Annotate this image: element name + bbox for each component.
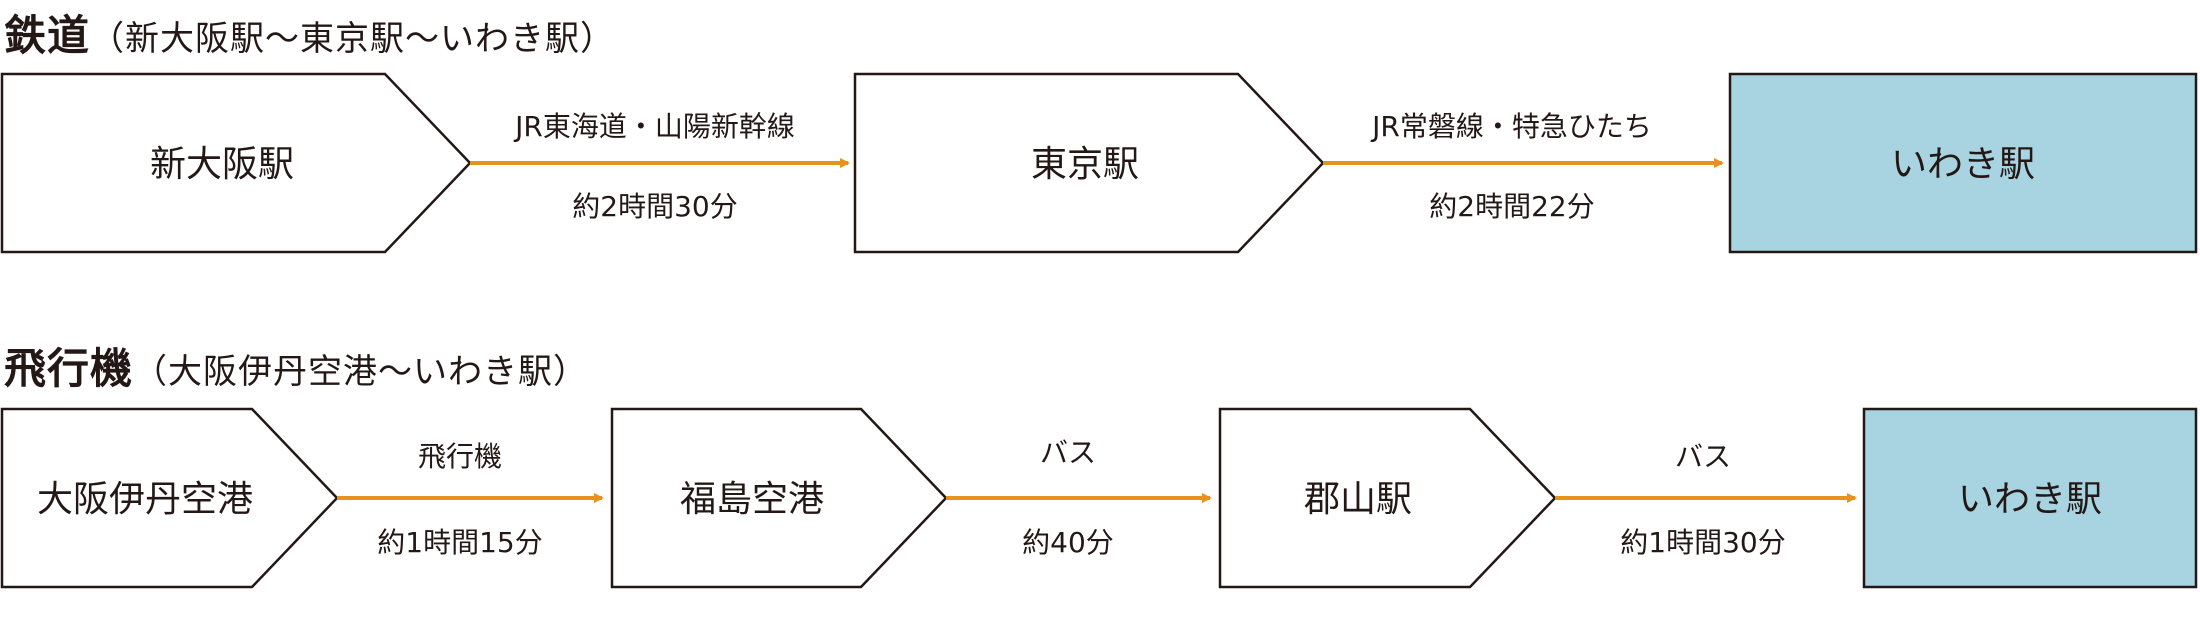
air-title: 飛行機 bbox=[4, 344, 134, 393]
air-route-1-time: 約1時間15分 bbox=[377, 526, 542, 559]
rail-route-2-time: 約2時間22分 bbox=[1429, 190, 1594, 223]
air-node-koriyama bbox=[1218, 407, 1557, 589]
rail-subtitle: （新大阪駅〜東京駅〜いわき駅） bbox=[90, 19, 616, 59]
rail-route-2-line: JR常磐線・特急ひたち bbox=[1370, 110, 1652, 143]
rail-node-shin-osaka bbox=[0, 72, 472, 254]
air-node-iwaki-label: いわき駅 bbox=[1958, 479, 2102, 520]
rail-node-iwaki bbox=[1728, 72, 2198, 254]
air-node-koriyama-label: 郡山駅 bbox=[1304, 479, 1412, 520]
air-node-iwaki bbox=[1862, 407, 2198, 589]
rail-title: 鉄道 bbox=[4, 11, 91, 60]
rail-route-1-line: JR東海道・山陽新幹線 bbox=[513, 110, 795, 143]
air-node-fukushima-label: 福島空港 bbox=[680, 479, 824, 520]
air-route-3-line: バス bbox=[1675, 440, 1731, 473]
rail-node-iwaki-label: いわき駅 bbox=[1891, 144, 2035, 185]
air-route-2-time: 約40分 bbox=[1022, 526, 1114, 559]
rail-node-tokyo bbox=[853, 72, 1325, 254]
air-route-3-time: 約1時間30分 bbox=[1620, 526, 1785, 559]
rail-node-shin-osaka-label: 新大阪駅 bbox=[150, 144, 294, 185]
air-node-itami bbox=[0, 407, 339, 589]
air-subtitle: （大阪伊丹空港〜いわき駅） bbox=[133, 352, 589, 392]
air-node-fukushima bbox=[610, 407, 948, 589]
rail-section-title: 鉄道（新大阪駅〜東京駅〜いわき駅） bbox=[4, 2, 615, 63]
rail-route-1-time: 約2時間30分 bbox=[572, 190, 737, 223]
rail-node-tokyo-label: 東京駅 bbox=[1031, 144, 1139, 185]
air-section-title: 飛行機（大阪伊丹空港〜いわき駅） bbox=[4, 335, 588, 396]
air-node-itami-label: 大阪伊丹空港 bbox=[37, 479, 253, 520]
air-route-1-line: 飛行機 bbox=[418, 440, 502, 473]
air-route-2-line: バス bbox=[1040, 436, 1096, 469]
